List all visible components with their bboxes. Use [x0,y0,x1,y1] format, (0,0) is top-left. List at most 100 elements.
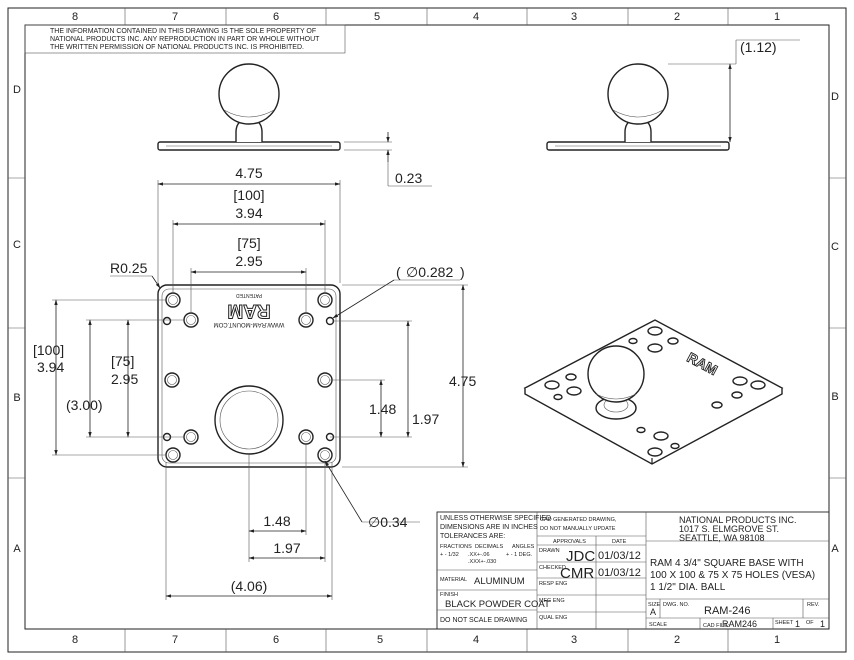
dim-ball-height-ref: (1.12) [740,39,777,55]
tb-tol-decimal-1: .XX+-.06 [468,552,490,558]
dim-vesa100-height: 3.94 [37,359,64,375]
dim-overall-height: 4.75 [449,373,476,389]
tb-material: ALUMINUM [474,576,525,587]
zone-row-a-right: A [831,543,839,555]
tb-sheet-label: SHEET [775,620,794,626]
dim-hole-offset-v1: 1.48 [369,401,396,417]
zone-col-5-top: 5 [374,11,380,23]
zone-col-4-bottom: 4 [473,634,479,646]
tb-drawn-label: DRAWN [539,548,560,554]
tb-tol-angle: + - 1 DEG. [506,552,533,558]
zone-row-b-right: B [831,391,838,403]
notice-line-2: NATIONAL PRODUCTS INC. ANY REPRODUCTION … [50,36,320,43]
dim-hole-offset-v2: 1.97 [412,411,439,427]
zone-col-7-bottom: 7 [172,634,178,646]
dim-small-hole-paren-right: ) [460,264,465,280]
tb-cad-note-2: DO NOT MANUALLY UPDATE [540,526,616,532]
zone-col-6-top: 6 [273,11,279,23]
tb-material-label: MATERIAL [440,577,467,583]
tb-qual-eng: QUAL ENG [539,615,567,621]
tb-size-label: SIZE [648,602,661,608]
zone-row-c-right: C [831,241,839,253]
dim-inner-width-ref: (4.06) [231,578,268,594]
dim-vesa75-height: 2.95 [111,371,138,387]
dim-overall-width: 4.75 [235,165,262,181]
plate-patented: PATENTED [236,292,262,298]
zone-col-6-bottom: 6 [273,634,279,646]
dim-plate-thickness: 0.23 [395,170,422,186]
tb-resp-eng: RESP ENG [539,581,567,587]
tb-tolerance-line-2: DIMENSIONS ARE IN INCHES [440,524,538,531]
vesa-100-holes [165,292,333,463]
tb-tol-header-fractions: FRACTIONS [440,544,472,550]
tb-checked-label: CHECKED [539,565,566,571]
tb-tolerance-line-3: TOLERANCES ARE: [440,533,505,540]
tb-dwg-no: RAM-246 [704,605,750,617]
dim-vesa100-width: 3.94 [235,205,262,221]
plate-url: WWW.RAM-MOUNT.COM [214,321,285,327]
isometric-view: RAM [523,319,784,465]
notice-line-3: THE WRITTEN PERMISSION OF NATIONAL PRODU… [50,44,304,51]
tb-no-scale: DO NOT SCALE DRAWING [440,617,528,624]
zone-col-5-bottom: 5 [377,634,383,646]
zone-row-d-right: D [831,91,839,103]
tb-checked-date: 01/03/12 [598,567,641,579]
tb-title-1: RAM 4 3/4" SQUARE BASE WITH [650,558,804,569]
tb-company-1: NATIONAL PRODUCTS INC. [679,515,797,525]
tb-of-no: 1 [820,619,825,629]
dim-hole-offset-h1: 1.48 [263,513,290,529]
zone-col-1-bottom: 1 [774,634,780,646]
top-view-plate [157,284,341,468]
front-side-view [157,63,341,151]
tb-tolerance-line-1: UNLESS OTHERWISE SPECIFIED [440,515,551,522]
dim-large-hole-dia: ∅0.34 [368,514,408,530]
zone-row-d-left: D [13,84,21,96]
tb-checked-by: CMR [560,565,594,582]
tb-approvals-label: APPROVALS [553,539,586,545]
zone-col-8-bottom: 8 [72,634,78,646]
zone-col-8-top: 8 [72,11,78,23]
dim-vesa75-width-ref: [75] [237,235,260,251]
notice-box [24,24,346,54]
tb-tol-header-decimals: DECIMALS [475,544,503,550]
tb-company-2: 1017 S. ELMGROVE ST. [679,524,779,534]
zone-col-3-top: 3 [571,11,577,23]
tb-sheet-no: 1 [795,619,800,629]
right-side-view [546,63,730,151]
dim-vesa75-width: 2.95 [235,253,262,269]
tb-cad-file-label: CAD FILE: [703,623,730,629]
tb-tol-fraction: + - 1/32 [440,552,459,558]
plate-marking: RAM WWW.RAM-MOUNT.COM PATENTED [214,292,285,327]
tb-date-label: DATE [612,539,627,545]
vesa-75-holes [183,312,314,445]
tb-scale-label: SCALE [649,622,667,628]
vesa-hole-pattern [162,292,335,463]
tb-finish-label: FINISH [440,592,458,598]
tb-tol-decimal-2: .XXX+-.030 [468,559,496,565]
tb-rev-label: REV. [807,602,820,608]
tb-size: A [650,607,656,617]
zone-row-b-left: B [13,392,20,404]
zone-col-2-bottom: 2 [674,634,680,646]
dim-small-hole-dia: ∅0.282 [406,264,453,280]
tb-cad-file: RAM246 [722,619,757,629]
tb-cad-note-1: CAD GENERATED DRAWING, [540,517,617,523]
dim-inner-height-ref: (3.00) [66,397,103,413]
notice-line-1: THE INFORMATION CONTAINED IN THIS DRAWIN… [50,28,316,35]
outer-border [7,7,847,653]
zone-col-4-top: 4 [473,11,479,23]
zone-row-a-left: A [13,543,21,555]
dim-vesa75-height-ref: [75] [111,353,134,369]
zone-col-2-top: 2 [674,11,680,23]
title-block [436,511,830,630]
tb-title-3: 1 1/2" DIA. BALL [650,582,726,593]
zone-col-3-bottom: 3 [571,634,577,646]
zone-col-7-top: 7 [172,11,178,23]
dim-corner-radius: R0.25 [110,260,148,276]
tb-tol-header-angles: ANGLES [512,544,535,550]
dim-small-hole-paren-left: ( [396,264,401,280]
tb-of-label: OF [806,620,814,626]
tb-title-2: 100 X 100 & 75 X 75 HOLES (VESA) [650,570,815,581]
tb-drawn-date: 01/03/12 [598,550,641,562]
